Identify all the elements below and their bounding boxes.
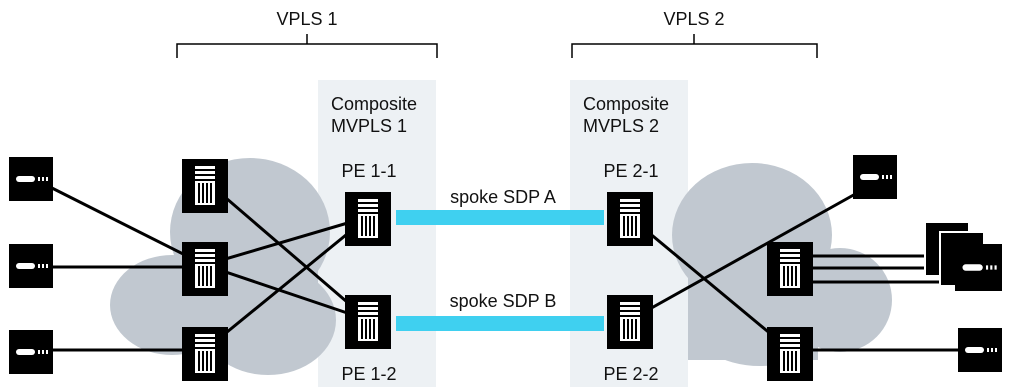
spoke-sdp-b-link	[396, 316, 604, 331]
spoke-sdp-a-label: spoke SDP A	[450, 187, 556, 207]
router-icon[interactable]	[182, 159, 228, 213]
pe-2-1-router-icon[interactable]	[607, 192, 653, 246]
host-device-stack[interactable]	[924, 221, 1002, 291]
host-device-icon[interactable]	[9, 244, 53, 288]
pe-2-1-label: PE 2-1	[603, 161, 658, 181]
host-device-icon[interactable]	[853, 155, 897, 199]
host-device-icon[interactable]	[9, 330, 53, 374]
router-icon[interactable]	[182, 242, 228, 296]
host-device-icon[interactable]	[955, 244, 1002, 291]
host-device-icon[interactable]	[958, 328, 1002, 372]
composite-1-title: Composite	[331, 94, 417, 114]
router-icon[interactable]	[767, 327, 813, 381]
pe-1-2-label: PE 1-2	[341, 364, 396, 384]
router-icon[interactable]	[767, 242, 813, 296]
spoke-sdp-a-link	[396, 210, 604, 225]
vpls-1-label: VPLS 1	[276, 9, 337, 29]
router-icon[interactable]	[182, 327, 228, 381]
composite-1-subtitle: MVPLS 1	[331, 116, 407, 136]
composite-2-subtitle: MVPLS 2	[583, 116, 659, 136]
pe-1-1-router-icon[interactable]	[345, 192, 391, 246]
composite-2-title: Composite	[583, 94, 669, 114]
vpls-2-bracket	[571, 34, 818, 58]
pe-1-1-label: PE 1-1	[341, 161, 396, 181]
spoke-sdp-b-label: spoke SDP B	[450, 291, 557, 311]
host-device-icon[interactable]	[9, 157, 53, 201]
vpls-1-bracket	[176, 34, 438, 58]
vpls-2-label: VPLS 2	[663, 9, 724, 29]
pe-2-2-label: PE 2-2	[603, 364, 658, 384]
links	[41, 178, 985, 352]
pe-1-2-router-icon[interactable]	[345, 295, 391, 349]
pe-2-2-router-icon[interactable]	[607, 295, 653, 349]
